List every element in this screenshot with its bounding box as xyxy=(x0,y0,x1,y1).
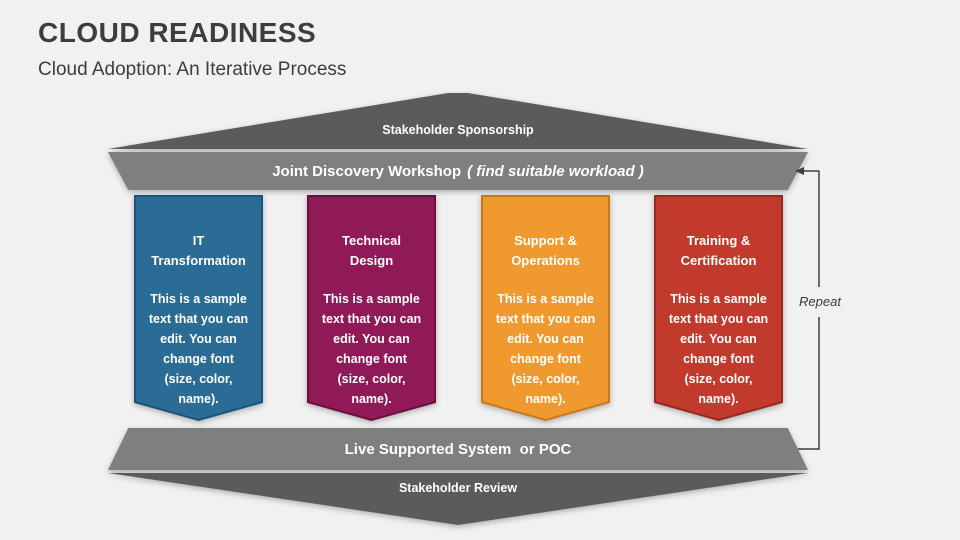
banner-border: Technical Design This is a sample text t… xyxy=(307,195,436,421)
system-bar-label: Live Supported System or POC xyxy=(344,440,572,458)
column-technical-design: Technical Design This is a sample text t… xyxy=(307,195,436,421)
joint-discovery-workshop-bar: Joint Discovery Workshop( find suitable … xyxy=(108,152,808,190)
column-title: Support & Operations xyxy=(511,233,580,268)
stakeholder-sponsorship-label: Stakeholder Sponsorship xyxy=(382,123,534,137)
column-title: IT Transformation xyxy=(151,233,246,268)
column-title: Training & Certification xyxy=(680,233,757,268)
workshop-bar-note: ( find suitable workload ) xyxy=(467,162,644,180)
column-support-operations: Support & Operations This is a sample te… xyxy=(481,195,610,421)
column-it-transformation: IT Transformation This is a sample text … xyxy=(134,195,263,421)
stakeholder-sponsorship-triangle: Stakeholder Sponsorship xyxy=(108,93,808,149)
column-title: Technical Design xyxy=(341,233,401,268)
repeat-loop-arrow-icon xyxy=(795,167,820,450)
stakeholder-review-triangle: Stakeholder Review xyxy=(108,473,808,525)
stakeholder-review-label: Stakeholder Review xyxy=(398,481,518,495)
column-body-text: This is a sample text that you can edit.… xyxy=(148,292,249,406)
column-training-certification: Training & Certification This is a sampl… xyxy=(654,195,783,421)
live-supported-system-bar: Live Supported System or POC xyxy=(108,428,808,470)
page-title: CLOUD READINESS xyxy=(38,17,317,48)
banner-border: IT Transformation This is a sample text … xyxy=(134,195,263,421)
repeat-label: Repeat xyxy=(799,294,841,309)
column-body-text: This is a sample text that you can edit.… xyxy=(495,292,596,406)
column-body-text: This is a sample text that you can edit.… xyxy=(321,292,422,406)
workshop-bar-label: Joint Discovery Workshop( find suitable … xyxy=(272,162,644,180)
banner-border: Support & Operations This is a sample te… xyxy=(481,195,610,421)
page-subtitle: Cloud Adoption: An Iterative Process xyxy=(38,59,347,80)
column-body-text: This is a sample text that you can edit.… xyxy=(668,292,769,406)
banner-border: Training & Certification This is a sampl… xyxy=(654,195,783,421)
